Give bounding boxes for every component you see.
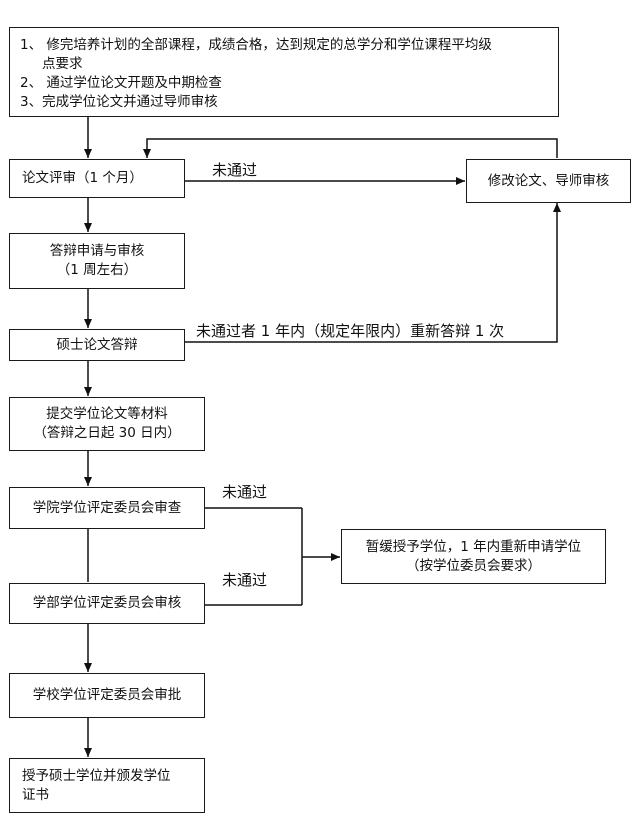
arrow-revise-back-to-review [143, 138, 558, 158]
step-college-review: 学院学位评定委员会审查 [9, 487, 205, 529]
step-defense-application: 答辩申请与审核 （1 周左右） [9, 233, 185, 289]
step-defense-application-label-2: （1 周左右） [56, 262, 138, 278]
side-revise-thesis: 修改论文、导师审核 [466, 159, 631, 203]
step-award-degree-label-1: 授予硕士学位并颁发学位 [22, 767, 171, 784]
arrow-defense-fail-to-revise [185, 203, 561, 343]
label-division-not-passed: 未通过 [222, 571, 268, 589]
requirement-item-3: 3、完成学位论文并通过导师审核 [20, 94, 218, 110]
step-submit-materials-label-1: 提交学位论文等材料 [46, 406, 168, 422]
step-thesis-review-label: 论文评审（1 个月） [22, 170, 143, 186]
step-thesis-review: 论文评审（1 个月） [9, 159, 185, 198]
label-defense-not-passed: 未通过者 1 年内（规定年限内）重新答辩 1 次 [196, 322, 505, 340]
side-defer-degree: 暂缓授予学位，1 年内重新申请学位 （按学位委员会要求） [341, 529, 606, 584]
requirement-item-1-line2: 点要求 [42, 56, 83, 72]
step-award-degree-label-2: 证书 [22, 786, 49, 803]
step-award-degree: 授予硕士学位并颁发学位 证书 [9, 758, 205, 813]
requirement-item-1-line1: 1、 修完培养计划的全部课程，成绩合格，达到规定的总学分和学位课程平均级 [20, 37, 492, 53]
step-university-approval-label: 学校学位评定委员会审批 [32, 687, 182, 703]
step-submit-materials-label-2: （答辩之日起 30 日内） [33, 425, 181, 441]
requirement-item-2: 2、 通过学位论文开题及中期检查 [20, 75, 222, 91]
requirements-box: 1、 修完培养计划的全部课程，成绩合格，达到规定的总学分和学位课程平均级 点要求… [9, 27, 559, 117]
side-defer-degree-label-2: （按学位委员会要求） [406, 557, 541, 574]
side-revise-thesis-label: 修改论文、导师审核 [487, 172, 610, 189]
step-thesis-defense: 硕士论文答辩 [9, 329, 185, 361]
step-submit-materials: 提交学位论文等材料 （答辩之日起 30 日内） [9, 397, 205, 451]
step-defense-application-label-1: 答辩申请与审核 [49, 243, 145, 259]
label-college-not-passed: 未通过 [222, 483, 268, 501]
step-division-review-label: 学部学位评定委员会审核 [32, 595, 182, 611]
step-college-review-label: 学院学位评定委员会审查 [32, 499, 182, 516]
step-division-review: 学部学位评定委员会审核 [9, 583, 205, 624]
label-review-not-passed: 未通过 [212, 161, 258, 179]
side-defer-degree-label-1: 暂缓授予学位，1 年内重新申请学位 [365, 538, 582, 555]
step-university-approval: 学校学位评定委员会审批 [9, 673, 205, 718]
step-thesis-defense-label: 硕士论文答辩 [56, 336, 138, 353]
